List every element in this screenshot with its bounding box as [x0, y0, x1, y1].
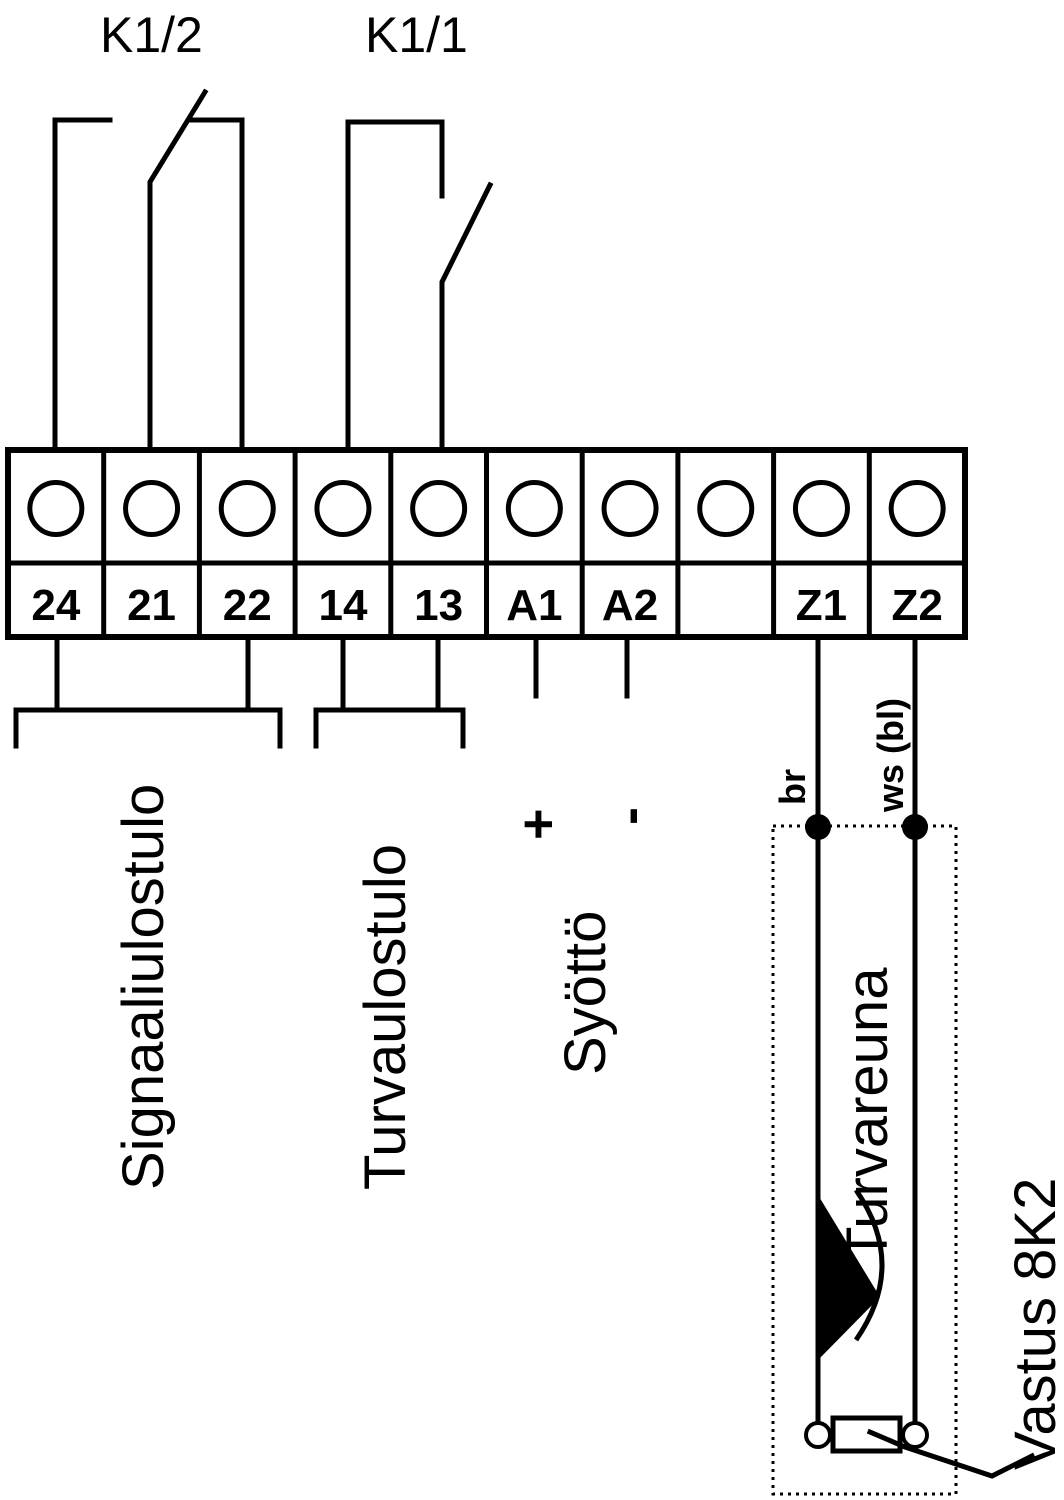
supply-label: Syöttö — [553, 911, 618, 1075]
relay-k1-1-contact — [345, 119, 494, 453]
relay-k1-1-label: K1/1 — [365, 7, 468, 63]
signal-output-bracket — [13, 634, 283, 749]
terminal-label: A1 — [506, 581, 562, 630]
wire-br-label: br — [772, 769, 813, 805]
terminal-label: 24 — [31, 581, 80, 630]
terminal-screw-icon — [123, 480, 181, 537]
terminal-screw-icon — [410, 480, 468, 537]
terminal-label: Z1 — [796, 581, 847, 630]
resistor-label: Vastus 8K2 — [1003, 1178, 1064, 1470]
terminal-screw-icon — [27, 480, 85, 537]
edge-contact-icon — [818, 1195, 880, 1360]
terminal-screw-icon — [888, 480, 946, 537]
terminal-screw-icon — [601, 480, 659, 537]
terminal-screw-icon — [314, 480, 372, 537]
safety-edge-label: Turvareuna — [835, 967, 900, 1262]
signal-output-label: Signaaliulostulo — [111, 784, 176, 1190]
terminal-label: 14 — [318, 581, 367, 630]
terminal-label: 21 — [127, 581, 176, 630]
terminal-label: Z2 — [891, 581, 942, 630]
terminal-screw-icon — [505, 480, 563, 537]
safety-output-bracket — [313, 634, 466, 749]
supply-minus-label: - — [600, 807, 660, 825]
terminal-screw-icon — [697, 480, 755, 537]
relay-k1-2-label: K1/2 — [100, 7, 203, 63]
supply-plus-label: + — [508, 808, 568, 840]
terminal-block: 24 21 22 14 13 A1 A2 Z1 Z2 — [5, 447, 968, 640]
terminal-label: 13 — [414, 581, 463, 630]
safety-output-label: Turvaulostulo — [353, 844, 418, 1190]
terminal-screw-icon — [218, 480, 276, 537]
terminal-label: 22 — [223, 581, 272, 630]
terminal-screw-icon — [792, 480, 850, 537]
resistor-icon — [804, 1415, 1036, 1479]
wire-ws-label: ws (bl) — [870, 698, 911, 813]
safety-edge — [771, 634, 1036, 1496]
terminal-label: A2 — [602, 581, 658, 630]
relay-k1-2-contact — [52, 88, 245, 453]
supply-wires — [533, 634, 630, 699]
